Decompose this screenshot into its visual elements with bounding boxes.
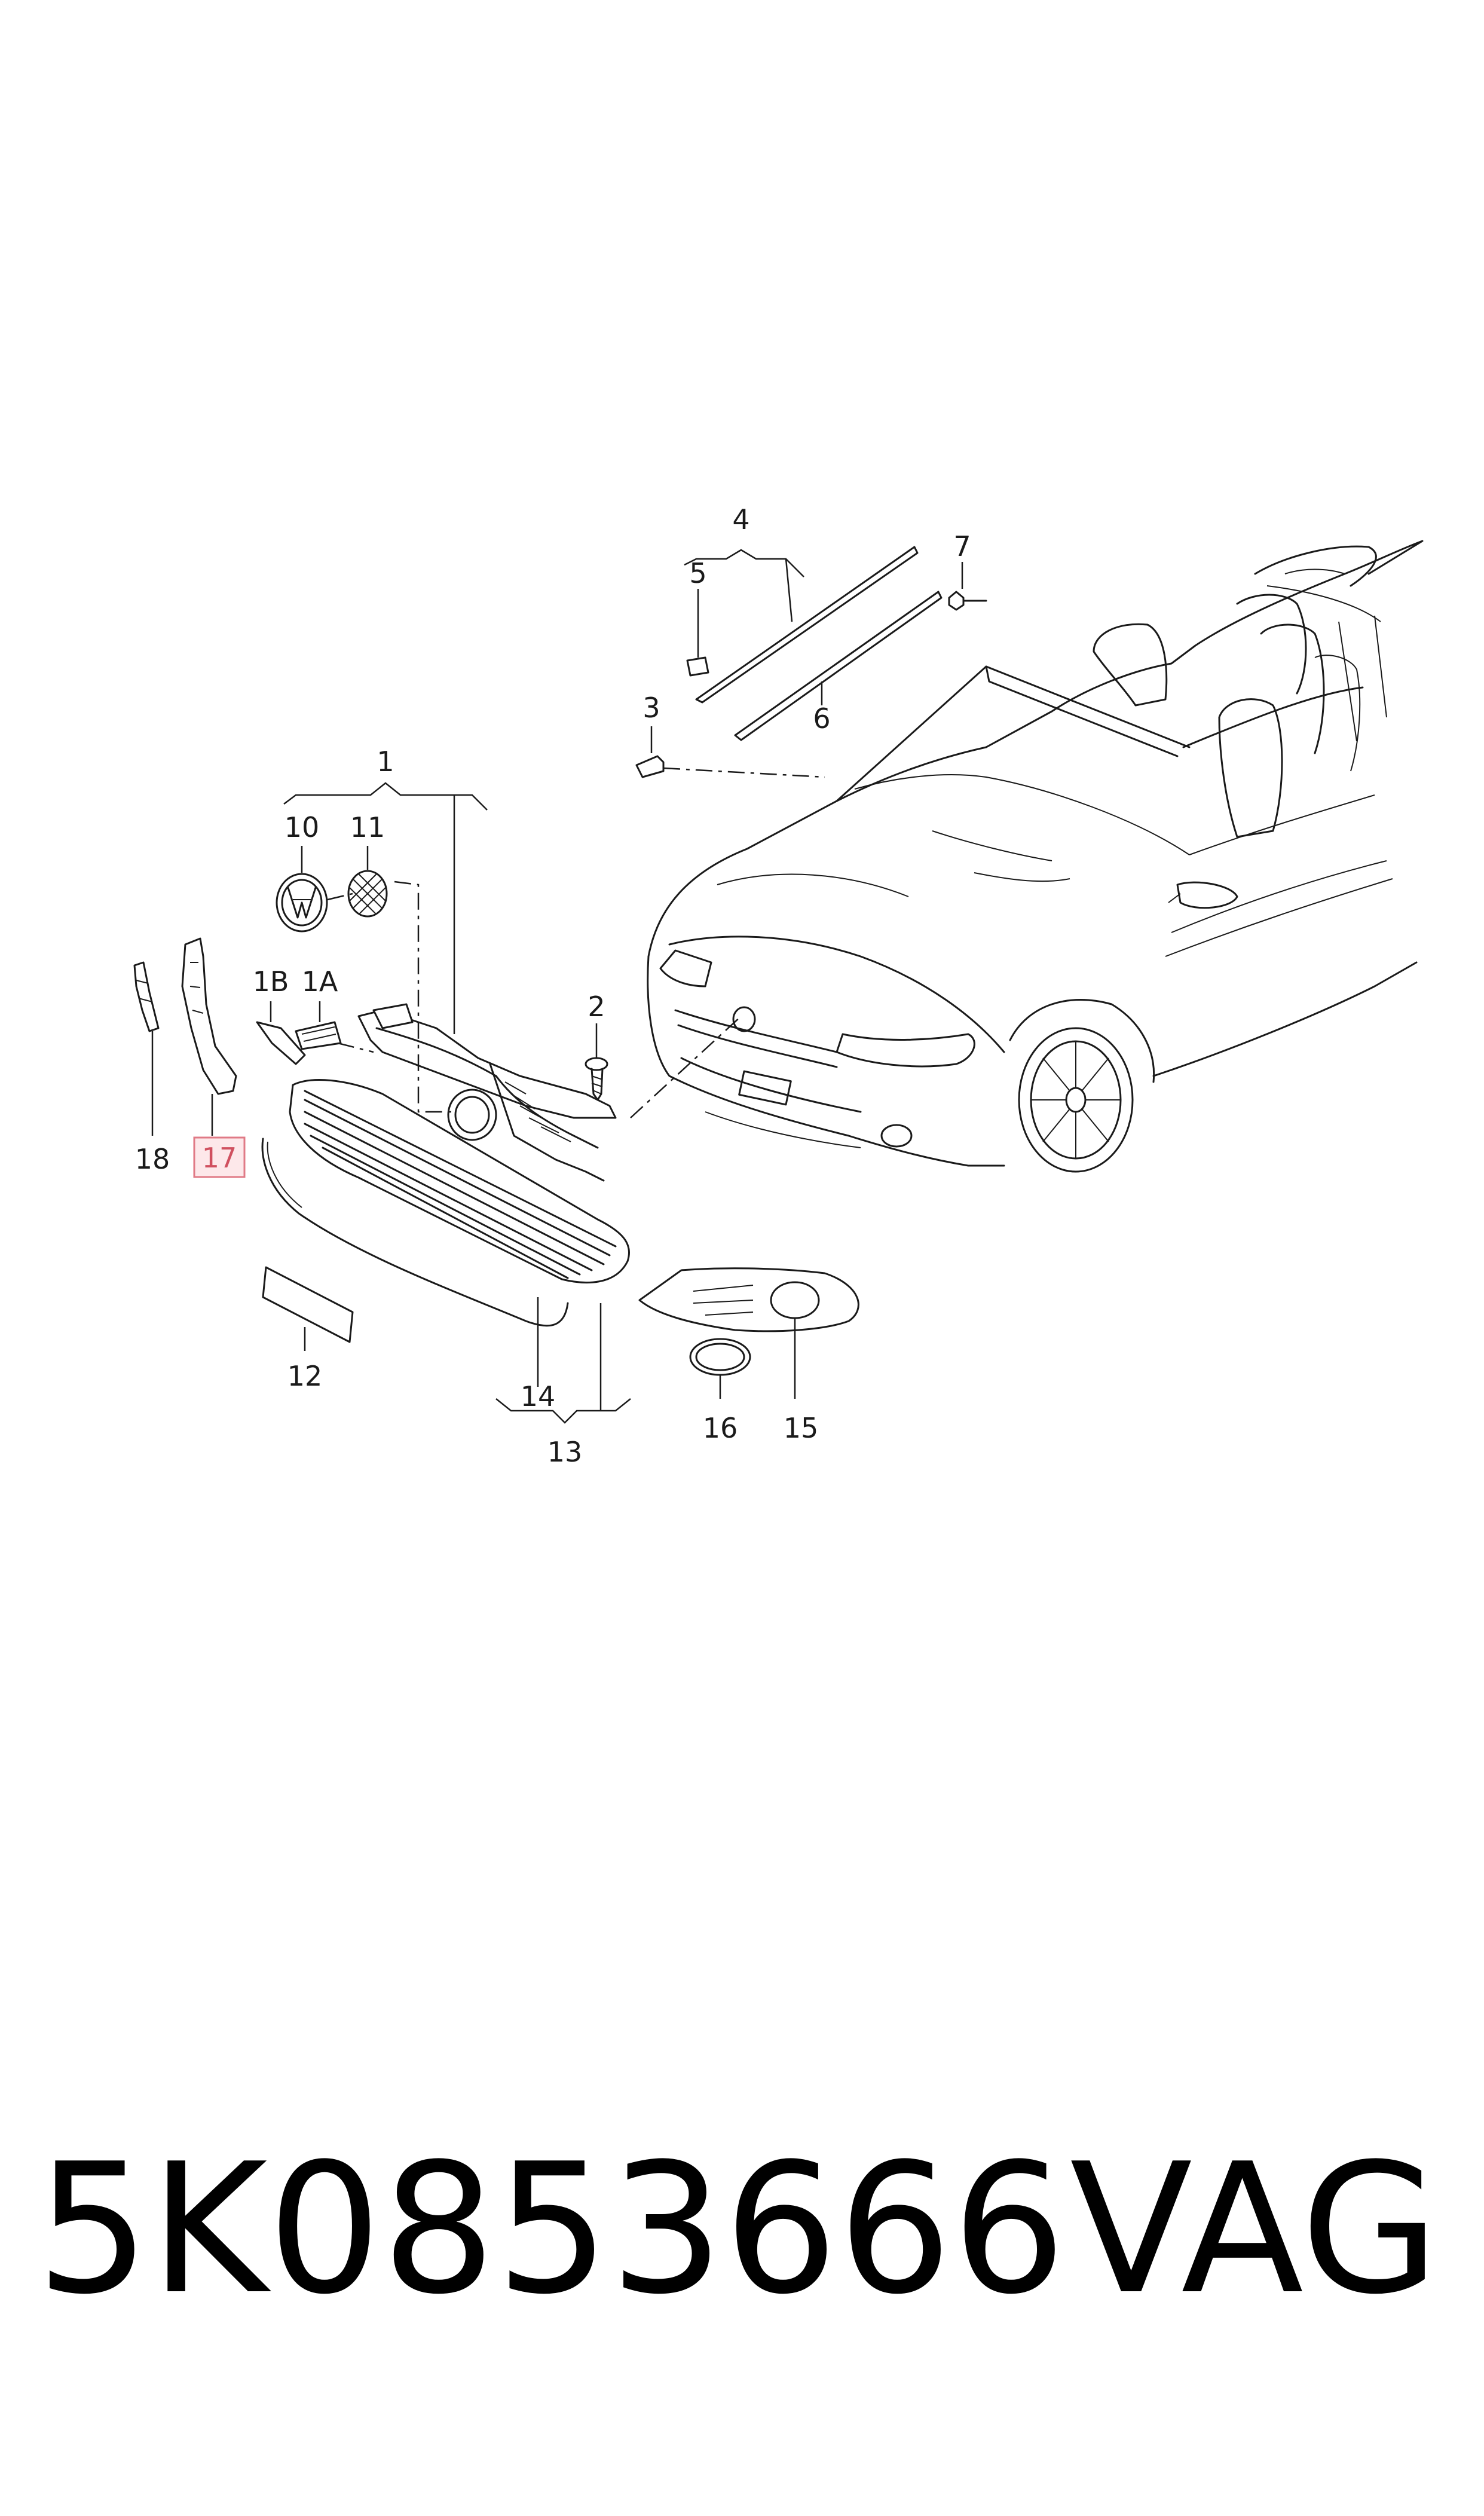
part-11-mesh [347, 870, 388, 918]
part-1-upper-grille [357, 1003, 617, 1182]
parts-group [133, 546, 987, 1376]
car-illustration [647, 540, 1424, 1173]
label-10: 10 [284, 811, 320, 843]
part-16-ring [689, 1338, 751, 1376]
label-5: 5 [689, 557, 706, 589]
part-5-clip [686, 656, 709, 677]
leader-lines [151, 549, 963, 1424]
part-1a [295, 1021, 342, 1050]
label-14: 14 [521, 1380, 556, 1413]
label-1b: 1B [253, 965, 289, 998]
part-2-screw [585, 1057, 608, 1101]
part-6-molding [734, 591, 943, 741]
label-1: 1 [377, 745, 394, 778]
part-number-text: 5K0853666 [36, 2125, 1066, 2334]
part-13-lower-grille [289, 1079, 631, 1284]
label-17: 17 [202, 1142, 237, 1174]
brand-text: VAG [1070, 2125, 1440, 2334]
label-group: 4 5 6 7 3 1 10 11 1B 1A 2 18 17 12 14 13… [135, 503, 971, 1468]
part-4-molding [695, 546, 919, 704]
label-13: 13 [547, 1436, 583, 1468]
label-12: 12 [287, 1360, 323, 1392]
label-7: 7 [953, 530, 971, 562]
label-1a: 1A [302, 965, 338, 998]
label-16: 16 [703, 1412, 738, 1444]
part-12-plate [262, 1266, 354, 1343]
label-2: 2 [588, 990, 605, 1023]
part-14-trim [261, 1138, 569, 1327]
part-10-emblem [276, 873, 328, 933]
label-18: 18 [135, 1143, 170, 1175]
label-3: 3 [642, 692, 660, 724]
part-3-bracket [635, 755, 665, 778]
part-18-strip [133, 961, 160, 1032]
part-17-strip [181, 937, 237, 1095]
label-11: 11 [350, 811, 385, 843]
label-6: 6 [813, 702, 830, 735]
label-17-highlight: 17 [193, 1136, 246, 1178]
part-1b [256, 1021, 306, 1065]
part-15-fog-grille [638, 1267, 859, 1332]
label-4: 4 [732, 503, 749, 536]
label-17-box [193, 1136, 246, 1178]
label-15: 15 [784, 1412, 819, 1444]
part-7-bolt [948, 591, 987, 611]
